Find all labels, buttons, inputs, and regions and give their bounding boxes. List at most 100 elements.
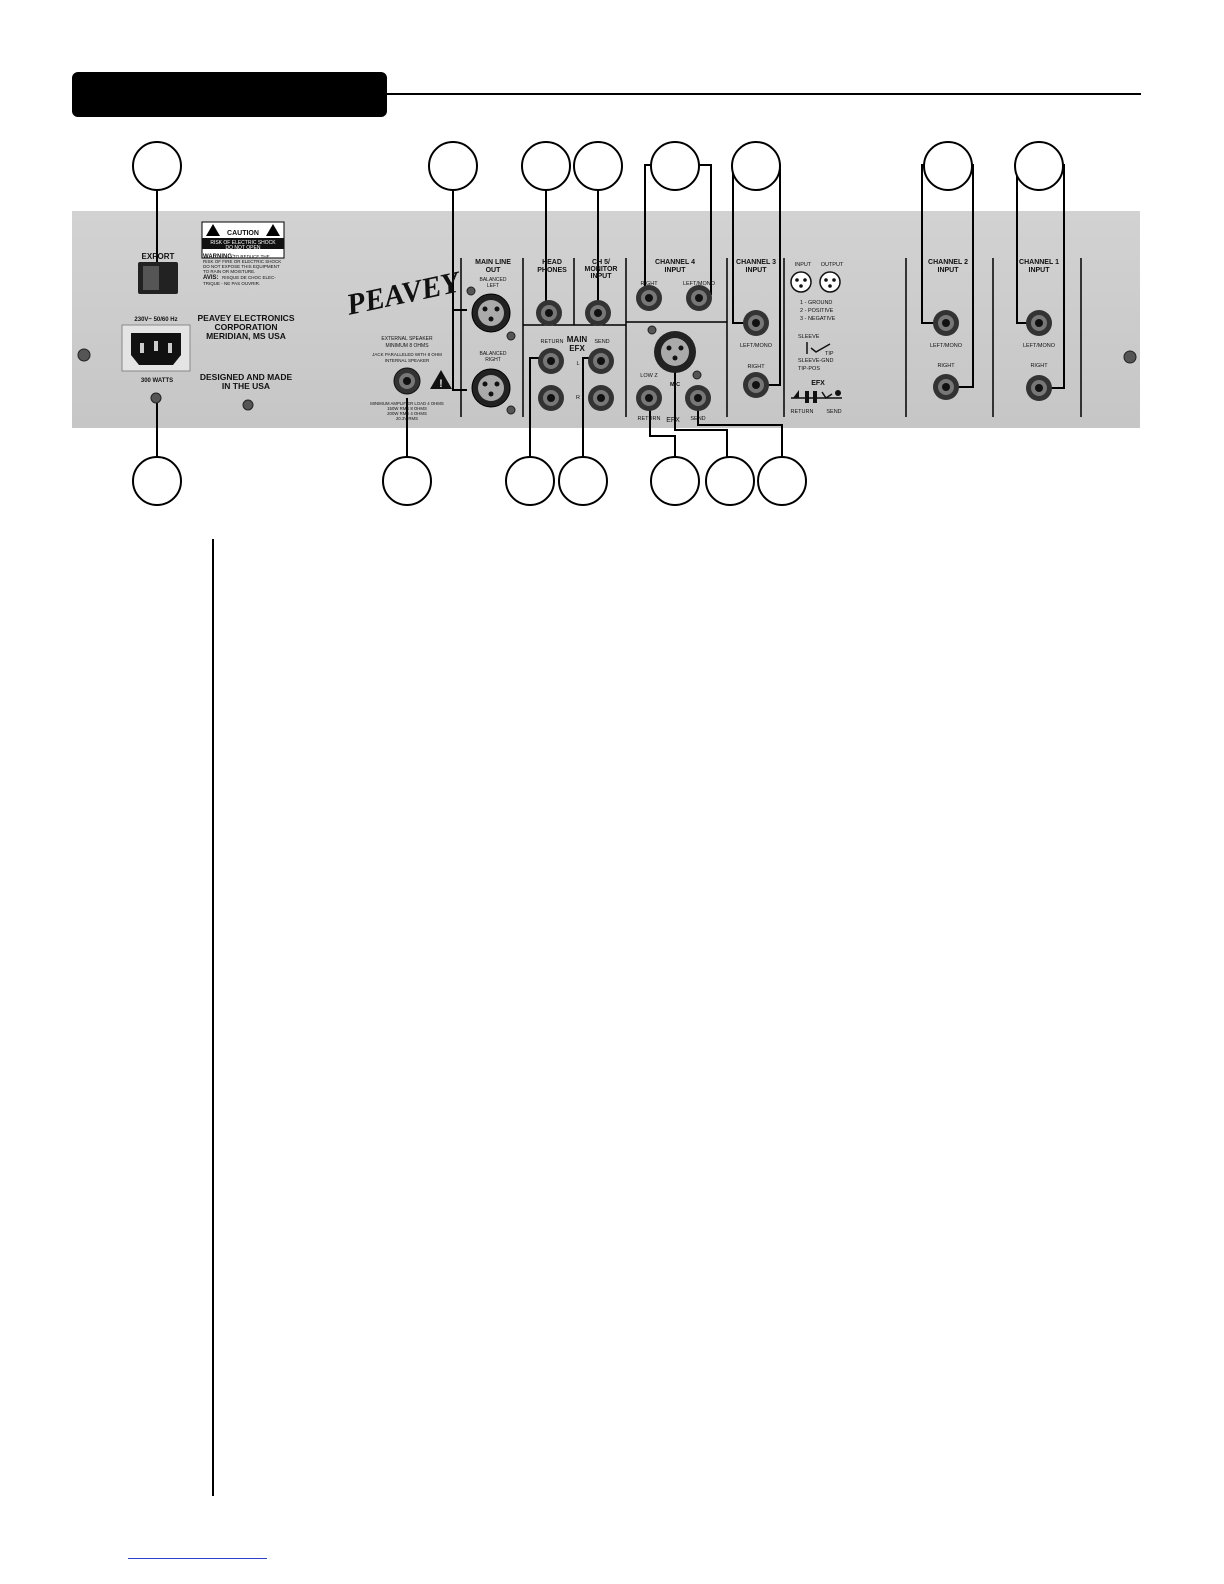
ch3-right-input-jack[interactable] <box>743 372 769 398</box>
svg-text:TIP: TIP <box>825 351 834 357</box>
callout-circle <box>132 456 182 506</box>
svg-text:BALANCED: BALANCED <box>480 277 507 283</box>
svg-text:EFX: EFX <box>569 344 585 353</box>
callout-circle <box>573 141 623 191</box>
svg-text:INTERNAL SPEAKER: INTERNAL SPEAKER <box>385 358 430 363</box>
svg-text:LEFT/MONO: LEFT/MONO <box>1023 343 1056 349</box>
ch4-mic-xlr-input[interactable] <box>654 331 696 373</box>
warning-triangle-icon <box>206 224 220 236</box>
svg-text:INPUT: INPUT <box>591 273 613 280</box>
callout-circle <box>1014 141 1064 191</box>
svg-text:CAUTION: CAUTION <box>227 230 259 237</box>
power-inlet-icon[interactable] <box>121 324 191 372</box>
main-efx-return-right-jack[interactable] <box>538 385 564 411</box>
callout-circles-bottom <box>132 456 807 506</box>
svg-text:SEND: SEND <box>826 409 841 415</box>
svg-text:300 WATTS: 300 WATTS <box>141 378 173 384</box>
screw-icon <box>1123 350 1137 364</box>
svg-text:CHANNEL 2: CHANNEL 2 <box>928 259 968 266</box>
callout-circle <box>132 141 182 191</box>
callout-circle <box>650 141 700 191</box>
svg-text:RIGHT: RIGHT <box>485 357 501 363</box>
callout-circle <box>731 141 781 191</box>
callout-circle <box>521 141 571 191</box>
ch4-efx-send-jack[interactable] <box>685 385 711 411</box>
svg-text:TIP-POS: TIP-POS <box>798 366 820 372</box>
xlr-pinout-output-icon <box>819 271 841 293</box>
svg-text:EXTERNAL SPEAKER: EXTERNAL SPEAKER <box>381 336 433 342</box>
screw-icon <box>77 348 91 362</box>
svg-text:MAIN: MAIN <box>567 335 588 344</box>
svg-text:CHANNEL 3: CHANNEL 3 <box>736 259 776 266</box>
screw-icon <box>506 331 516 341</box>
main-efx-return-left-jack[interactable] <box>538 348 564 374</box>
main-efx-send-left-jack[interactable] <box>588 348 614 374</box>
xlr-output-left[interactable] <box>471 293 511 333</box>
external-speaker-section: EXTERNAL SPEAKER MINIMUM 8 OHMS JACK PAR… <box>370 336 444 421</box>
svg-text:CHANNEL 1: CHANNEL 1 <box>1019 259 1059 266</box>
footer-link-rule <box>128 1558 267 1559</box>
svg-text:150W RMS 8 OHMS: 150W RMS 8 OHMS <box>387 406 427 411</box>
svg-text:TO RAIN OR MOISTURE.: TO RAIN OR MOISTURE. <box>203 269 255 274</box>
svg-text:RETURN: RETURN <box>638 416 661 422</box>
callout-circles-top <box>132 141 1064 191</box>
svg-text:TRIQUE - NE PAS OUVRIR.: TRIQUE - NE PAS OUVRIR. <box>203 281 260 286</box>
ch2-left-mono-input-jack[interactable] <box>933 310 959 336</box>
warning-triangle-icon <box>266 224 280 236</box>
ch4-right-input-jack[interactable] <box>636 285 662 311</box>
main-efx-send-right-jack[interactable] <box>588 385 614 411</box>
callout-circle <box>757 456 807 506</box>
svg-text:RETURN: RETURN <box>791 409 814 415</box>
svg-text:RISQUE DE CHOC ELEC-: RISQUE DE CHOC ELEC- <box>222 275 276 280</box>
xlr-output-right[interactable] <box>471 368 511 408</box>
svg-text:WARNING:: WARNING: <box>203 254 234 260</box>
svg-text:SEND: SEND <box>594 339 609 345</box>
svg-text:R: R <box>576 395 580 401</box>
callout-circle <box>382 456 432 506</box>
ch3-left-mono-input-jack[interactable] <box>743 310 769 336</box>
rear-panel-diagram: EXPORT CAUTION RISK OF ELECTRIC SHOCK DO… <box>77 141 1137 506</box>
screw-icon <box>647 325 657 335</box>
ch4-left-mono-input-jack[interactable] <box>686 285 712 311</box>
svg-text:INPUT: INPUT <box>746 267 768 274</box>
headphones-jack[interactable] <box>536 300 562 326</box>
svg-text:MONITOR: MONITOR <box>585 266 618 273</box>
svg-text:2 - POSITIVE: 2 - POSITIVE <box>800 308 834 314</box>
svg-text:RISK OF ELECTRIC SHOCK: RISK OF ELECTRIC SHOCK <box>210 240 276 246</box>
svg-text:MAIN LINE: MAIN LINE <box>475 259 511 266</box>
efx-insert-plug-icon <box>791 390 842 403</box>
svg-text:MIC: MIC <box>670 382 680 388</box>
svg-text:JACK PARALLELED WITH 8 OHM: JACK PARALLELED WITH 8 OHM <box>372 352 442 357</box>
svg-text:INPUT: INPUT <box>795 262 812 268</box>
svg-text:LEFT/MONO: LEFT/MONO <box>740 343 773 349</box>
svg-text:RIGHT: RIGHT <box>937 363 955 369</box>
svg-text:INPUT: INPUT <box>938 267 960 274</box>
svg-text:RIGHT: RIGHT <box>640 281 658 287</box>
svg-text:PEAVEY ELECTRONICS: PEAVEY ELECTRONICS <box>198 313 295 323</box>
ch1-left-mono-input-jack[interactable] <box>1026 310 1052 336</box>
svg-text:SLEEVE-GND: SLEEVE-GND <box>798 358 833 364</box>
svg-text:RETURN: RETURN <box>541 339 564 345</box>
external-speaker-jack[interactable] <box>393 367 421 395</box>
svg-text:TO REDUCE THE: TO REDUCE THE <box>233 254 270 259</box>
ch2-right-input-jack[interactable] <box>933 374 959 400</box>
warning-triangle-icon <box>430 370 452 389</box>
export-switch-rocker <box>143 266 159 290</box>
callout-circle <box>428 141 478 191</box>
svg-text:20.3V RMS: 20.3V RMS <box>396 416 418 421</box>
callout-circle <box>558 456 608 506</box>
svg-text:LEFT/MONO: LEFT/MONO <box>930 343 963 349</box>
svg-text:LEFT: LEFT <box>487 283 499 289</box>
svg-text:CORPORATION: CORPORATION <box>214 322 277 332</box>
ch4-efx-return-jack[interactable] <box>636 385 662 411</box>
svg-text:EFX: EFX <box>666 417 680 424</box>
svg-text:230V~ 50/60 Hz: 230V~ 50/60 Hz <box>134 317 177 323</box>
ch5-monitor-input-jack[interactable] <box>585 300 611 326</box>
svg-text:IN THE USA: IN THE USA <box>222 381 270 391</box>
ch1-right-input-jack[interactable] <box>1026 375 1052 401</box>
section-dividers <box>460 258 1082 417</box>
svg-text:INPUT: INPUT <box>1029 267 1051 274</box>
svg-text:MERIDIAN, MS USA: MERIDIAN, MS USA <box>206 331 286 341</box>
svg-text:RIGHT: RIGHT <box>1030 363 1048 369</box>
xlr-pinout-input-icon <box>790 271 812 293</box>
